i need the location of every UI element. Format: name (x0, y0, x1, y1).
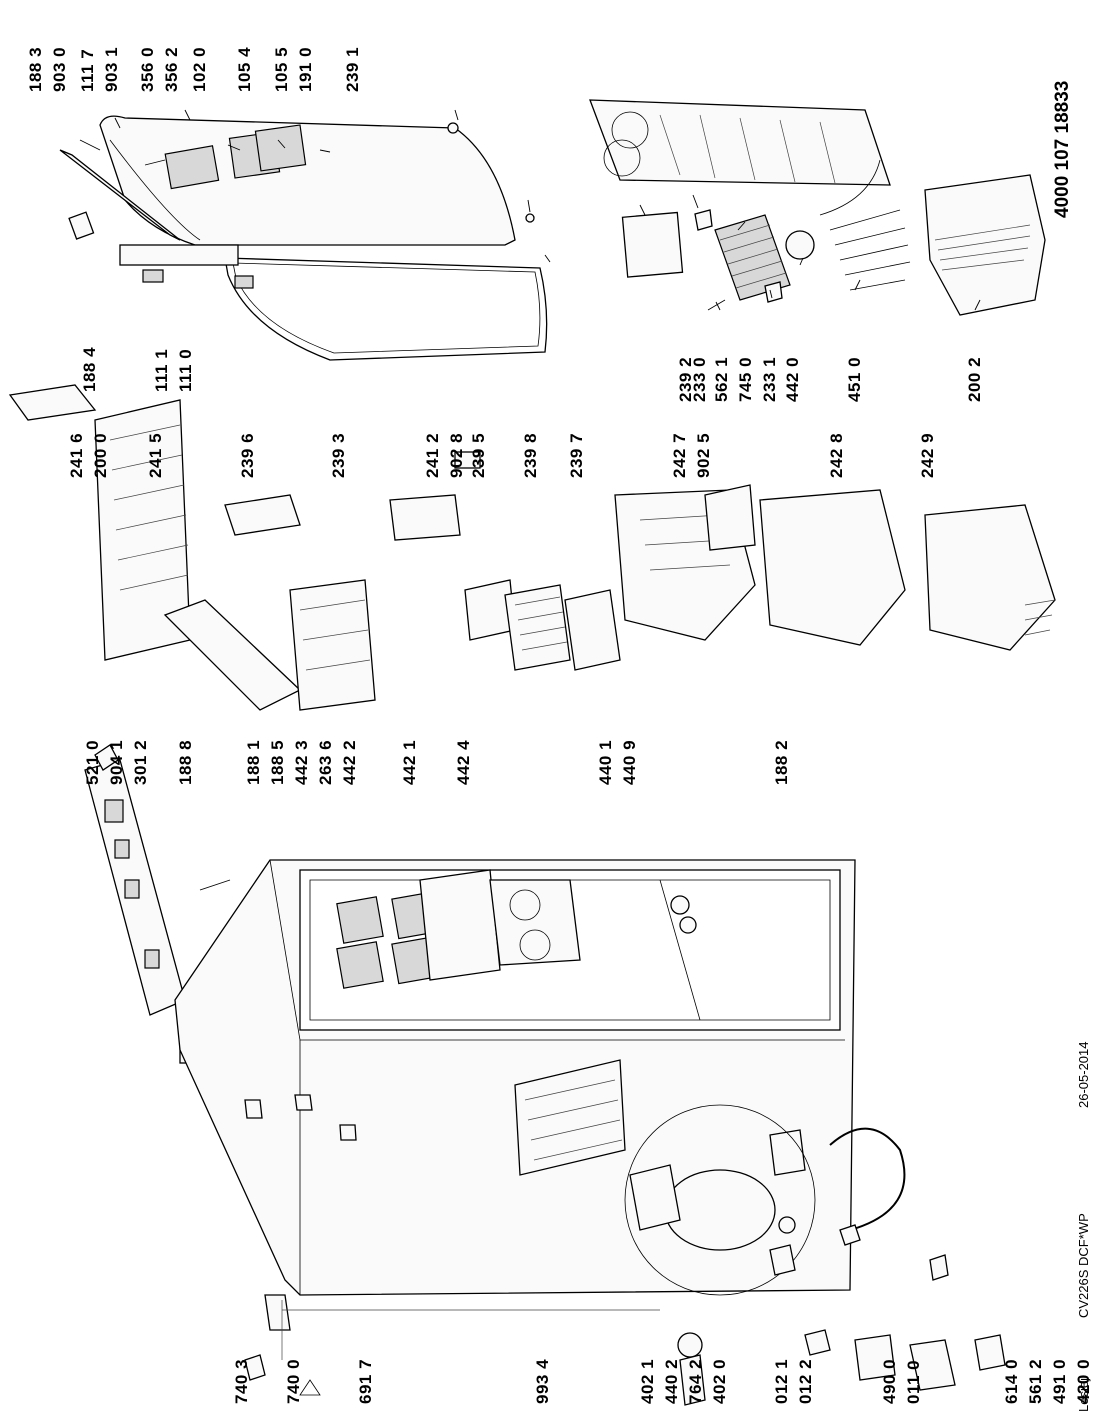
label-2330: 233 0 (690, 356, 709, 402)
label-2397: 239 7 (567, 432, 586, 478)
label-1117: 111 7 (78, 48, 97, 92)
header-date: 26-05-2014 (1076, 1041, 1091, 1109)
leader-lines (79, 109, 981, 891)
label-7450: 745 0 (736, 356, 755, 402)
label-5621: 562 1 (712, 356, 731, 402)
label-2636: 263 6 (316, 739, 335, 785)
label-0122: 012 2 (796, 1358, 815, 1404)
label-2395: 239 5 (469, 432, 488, 478)
label-4200: 420 0 (1074, 1358, 1093, 1404)
label-4420: 442 0 (783, 356, 802, 402)
label-2416: 241 6 (67, 432, 86, 478)
label-4021: 402 1 (638, 1358, 657, 1404)
label-2331: 233 1 (760, 356, 779, 402)
door-assembly (59, 115, 548, 361)
label-4402: 440 2 (662, 1358, 681, 1404)
label-1020: 102 0 (190, 46, 209, 92)
label-4424: 442 4 (454, 739, 473, 785)
label-4421: 442 1 (400, 739, 419, 785)
label-3562: 356 2 (162, 46, 181, 92)
label-1110: 111 0 (176, 348, 195, 392)
label-7642: 764 2 (686, 1358, 705, 1404)
document-number: 4000 107 18833 (1052, 80, 1073, 218)
label-2427: 242 7 (670, 432, 689, 478)
label-1881: 188 1 (244, 739, 263, 785)
shelves-drawers (8, 384, 1056, 711)
label-4910: 491 0 (1050, 1358, 1069, 1404)
label-2415: 241 5 (146, 432, 165, 478)
label-4900: 490 0 (880, 1358, 899, 1404)
label-4401: 440 1 (596, 739, 615, 785)
label-4423: 442 3 (292, 739, 311, 785)
label-1885: 188 5 (268, 739, 287, 785)
label-4510: 451 0 (845, 356, 864, 402)
label-2398: 239 8 (521, 432, 540, 478)
header-model: CV226S DCF*WP (1076, 1213, 1091, 1318)
label-5210: 521 0 (83, 739, 102, 785)
label-4422: 442 2 (340, 739, 359, 785)
label-2000: 200 0 (91, 432, 110, 478)
label-7403: 740 3 (232, 1358, 251, 1404)
label-0121: 012 1 (772, 1358, 791, 1404)
label-3560: 356 0 (138, 46, 157, 92)
label-3012: 301 2 (131, 739, 150, 785)
label-1888: 188 8 (176, 739, 195, 785)
label-2429: 242 9 (918, 432, 937, 478)
label-9025: 902 5 (694, 432, 713, 478)
label-5612: 561 2 (1026, 1358, 1045, 1404)
label-1055: 105 5 (272, 46, 291, 92)
label-1884: 188 4 (80, 346, 99, 392)
label-1910: 191 0 (296, 46, 315, 92)
label-1111: 111 1 (152, 348, 171, 392)
label-1054: 105 4 (235, 46, 254, 92)
cabinet-assembly (84, 744, 1006, 1406)
evaporator-group (589, 99, 1046, 316)
label-6917: 691 7 (356, 1358, 375, 1404)
label-4020: 402 0 (710, 1358, 729, 1404)
label-0110: 011 0 (904, 1359, 923, 1404)
label-1882: 188 2 (772, 739, 791, 785)
label-7400: 740 0 (284, 1358, 303, 1404)
label-2002: 200 2 (965, 356, 984, 402)
label-2393: 239 3 (329, 432, 348, 478)
label-2396: 239 6 (238, 432, 257, 478)
label-9030: 903 0 (50, 46, 69, 92)
label-2428: 242 8 (827, 432, 846, 478)
label-9041: 904 1 (107, 739, 126, 785)
label-4409: 440 9 (620, 739, 639, 785)
label-1883: 188 3 (26, 46, 45, 92)
label-9028: 902 8 (447, 432, 466, 478)
label-2391: 239 1 (343, 46, 362, 92)
label-9031: 903 1 (102, 46, 121, 92)
label-6140: 614 0 (1002, 1358, 1021, 1404)
label-2412: 241 2 (423, 432, 442, 478)
label-9934: 993 4 (533, 1358, 552, 1404)
